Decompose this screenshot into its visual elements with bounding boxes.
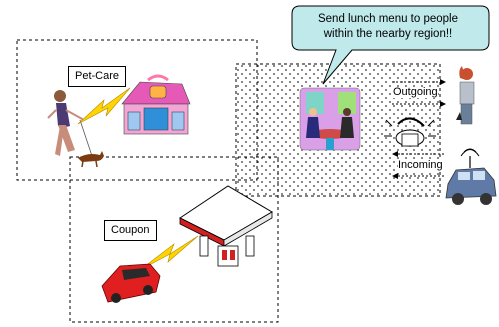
pet-care-label: Pet-Care — [68, 66, 127, 87]
outgoing-arrows — [392, 79, 446, 107]
incoming-label: Incoming — [398, 159, 443, 171]
ringing-phone-icon — [384, 117, 436, 147]
blue-suv-with-antenna-icon — [445, 148, 497, 205]
pet-care-region — [16, 39, 258, 181]
callout-line-2: within the nearby region!! — [323, 28, 453, 40]
gas-station-icon — [179, 185, 273, 267]
woman-walking-dog-icon — [47, 90, 104, 168]
lightning-bolt-icon-2 — [139, 235, 199, 271]
woman-with-phone-icon — [456, 66, 475, 125]
restaurant-diners-icon — [299, 87, 361, 151]
coupon-region — [69, 156, 279, 323]
red-car-icon — [101, 263, 161, 303]
callout-line-1: Send lunch menu to people — [317, 13, 459, 25]
lightning-bolt-icon — [77, 87, 131, 125]
outgoing-label: Outgoing — [393, 86, 438, 98]
coupon-label: Coupon — [104, 220, 157, 241]
callout-bubble — [291, 5, 490, 85]
incoming-arrows — [392, 151, 446, 179]
pet-shop-building-icon — [121, 74, 191, 135]
callout-text: Send lunch menu to people within the nea… — [298, 12, 478, 42]
